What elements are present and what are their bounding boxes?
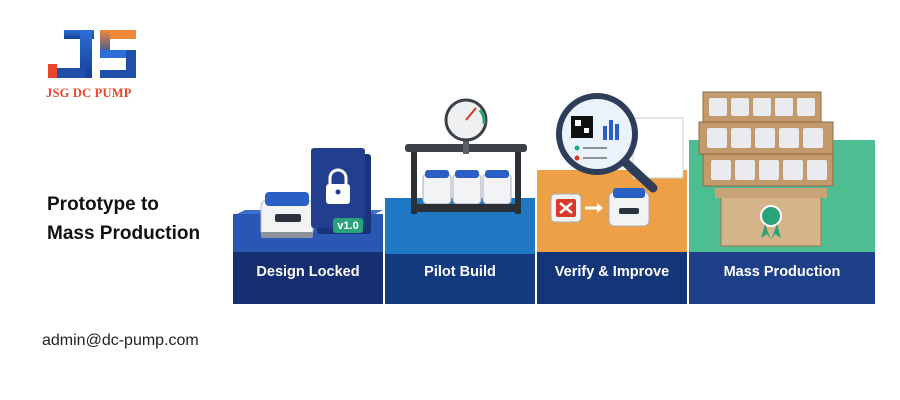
headline-line-2: Mass Production [47,223,201,244]
lock-binder-icon [311,148,371,234]
pressure-gauge-icon [405,98,527,214]
logo-s-right [126,50,136,78]
headline: Prototype to Mass Production [47,190,237,248]
logo-j-foot [56,68,86,78]
badge-box-icon [715,188,827,247]
version-badge: v1.0 [337,220,358,232]
stage-label-verify-improve: Verify & Improve [554,264,670,280]
headline-line-1: Prototype to [47,194,159,215]
process-stages: v1.0 Design Locked Pilot Build Verify & … [225,88,880,310]
stages-illustration: v1.0 [233,91,875,304]
logo-s-bottom [100,70,136,78]
logo-s-top [100,30,136,39]
brand-logo [48,30,136,78]
logo-j-stem [80,30,92,78]
stage-label-design-locked: Design Locked [256,264,360,280]
stage-label-mass-production: Mass Production [723,264,841,280]
stage-verify-improve-block [537,170,687,304]
logo-s-left [100,30,110,56]
brand-name: JSG DC PUMP [46,86,132,100]
pilot-pumps-icon [415,170,519,212]
stage-label-pilot-build: Pilot Build [424,264,496,280]
reject-approve-icon [550,188,650,227]
magnifier-qr-icon [556,93,684,193]
logo-s-mid [100,50,136,58]
logo-j-top [64,30,94,39]
shipping-crates-icon [698,91,834,187]
logo-j-accent [48,64,57,78]
contact-email[interactable]: admin@dc-pump.com [42,332,199,349]
pump-cube-icon [260,192,314,238]
stage-pilot-build-block [385,198,535,304]
